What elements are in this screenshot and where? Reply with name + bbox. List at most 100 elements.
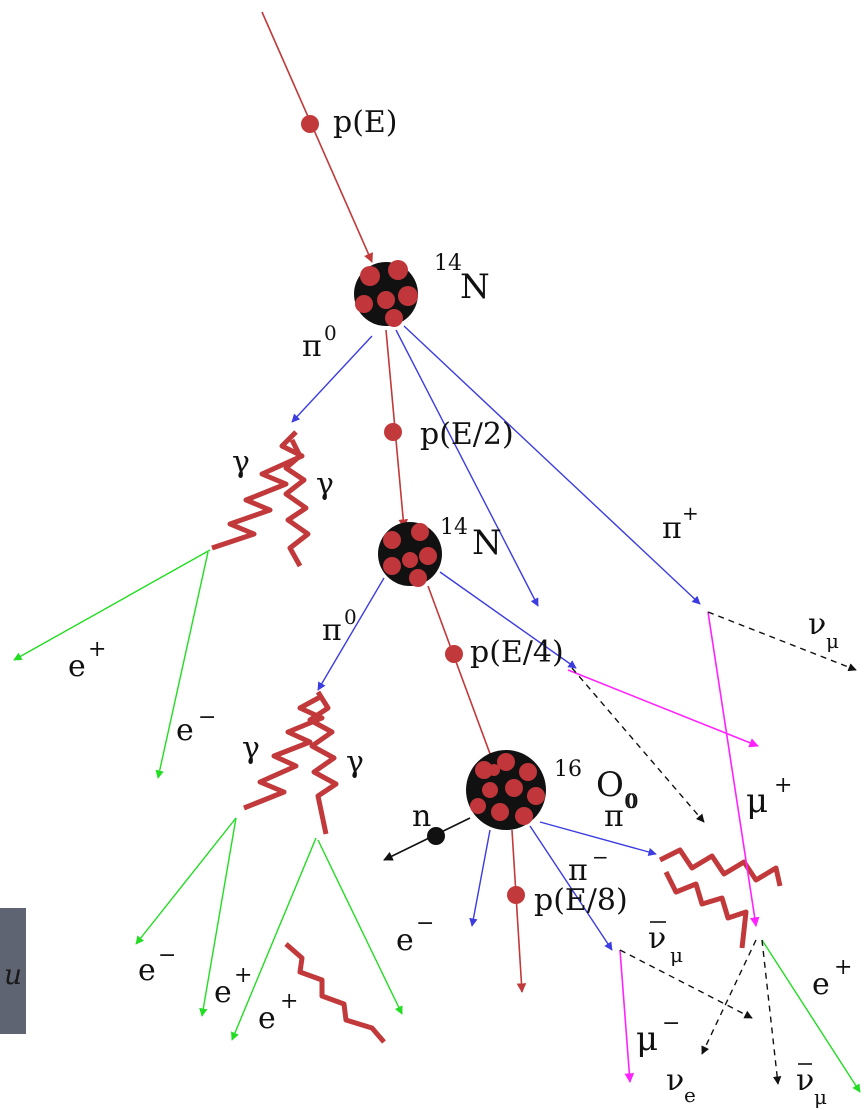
track-nu-mu-2 xyxy=(761,939,782,1085)
label-pi-plus-sup: + xyxy=(682,501,699,525)
label-pi0-2: π xyxy=(322,613,342,648)
track-pi-a xyxy=(395,329,539,607)
track-pi-plus xyxy=(403,325,701,605)
proton-dots xyxy=(301,115,525,904)
gamma-4 xyxy=(663,870,749,949)
label-e-plus-4: e xyxy=(812,967,830,1002)
neutrino-tracks xyxy=(571,611,857,1085)
gamma-2a xyxy=(243,693,325,811)
label-e-plus-4-sup: + xyxy=(834,955,852,980)
track-e-plus-1 xyxy=(13,549,211,661)
label-mu-minus-sup: − xyxy=(662,1011,680,1036)
label-e-minus-1: e xyxy=(176,713,194,748)
proton-dot-E8 xyxy=(507,886,525,904)
label-gamma-1a: γ xyxy=(232,445,250,480)
track-pi0-2 xyxy=(317,577,385,691)
label-n14-top-sym: N xyxy=(460,267,490,307)
label-nu-mu-1-sub: μ xyxy=(826,629,839,653)
label-pi-plus: π xyxy=(662,511,682,546)
track-mu-minus xyxy=(619,949,635,1083)
track-e-plus-4 xyxy=(761,939,861,1093)
label-e-minus-3-sup: − xyxy=(416,911,434,936)
proton-dot-E2 xyxy=(384,423,402,441)
label-n14-mid-mass: 14 xyxy=(440,515,468,540)
label-o16-sym: O xyxy=(596,765,624,805)
track-pi-c xyxy=(469,829,491,927)
label-p-E4: p(E/4) xyxy=(470,635,564,670)
pion-tracks xyxy=(291,325,701,951)
label-e-minus-2: e xyxy=(138,953,156,988)
label-nu-bar-mu: ν xyxy=(648,921,666,956)
nucleus-o16 xyxy=(466,750,546,830)
label-pi0-1-sup: 0 xyxy=(324,321,337,345)
proton-dot-E xyxy=(301,115,319,133)
gamma-wiggles xyxy=(211,430,783,1044)
track-e-minus-2 xyxy=(135,817,237,945)
label-pi0-1: π xyxy=(302,329,322,364)
gamma-2b xyxy=(307,690,339,835)
track-p-E8 xyxy=(511,829,527,993)
label-n: n xyxy=(412,799,431,834)
side-panel-tab-label: u xyxy=(4,958,23,991)
label-pi0-3-sup: 0 xyxy=(626,789,639,813)
label-gamma-1b: γ xyxy=(316,467,334,502)
track-p-E xyxy=(261,11,373,263)
track-pi0-1 xyxy=(291,335,373,423)
label-e-plus-1: e xyxy=(68,649,86,684)
nucleus-n14-mid xyxy=(378,522,442,587)
track-e-minus-3 xyxy=(317,839,403,1015)
track-nu-c xyxy=(619,949,753,1019)
gamma-1b xyxy=(283,438,311,568)
label-p-E: p(E) xyxy=(333,105,398,140)
label-e-plus-3: e xyxy=(258,1001,276,1036)
label-e-minus-3: e xyxy=(396,923,414,958)
label-n14-mid-sym: N xyxy=(472,523,502,563)
label-nu-e-sub: e xyxy=(684,1083,696,1107)
track-mu-plus xyxy=(707,611,760,927)
label-nu-mu-2: ν xyxy=(796,1063,814,1098)
label-e-plus-2-sup: + xyxy=(234,963,252,988)
track-mu-b xyxy=(567,669,759,748)
label-nu-mu-1: ν xyxy=(808,607,826,642)
proton-dot-E4 xyxy=(445,645,463,663)
label-pi0-3: π xyxy=(604,799,624,834)
side-panel-tab[interactable]: u xyxy=(0,908,26,1034)
label-mu-minus: μ xyxy=(636,1019,658,1059)
track-pi0-3 xyxy=(539,821,657,857)
label-pi-minus: π xyxy=(568,853,588,888)
track-pi-b xyxy=(439,571,577,669)
label-nu-bar-mu-sub: μ xyxy=(670,943,683,967)
track-nu-b xyxy=(571,667,705,823)
label-nu-e: ν xyxy=(666,1063,684,1098)
label-nu-mu-2-sub: μ xyxy=(814,1085,827,1109)
label-pi0-2-sup: 0 xyxy=(344,605,357,629)
gamma-1a xyxy=(211,430,305,551)
label-e-plus-3-sup: + xyxy=(280,989,298,1014)
label-o16-mass: 16 xyxy=(554,757,582,782)
neutron-dot xyxy=(427,827,445,845)
label-e-plus-2: e xyxy=(214,975,232,1010)
label-mu-plus-sup: + xyxy=(774,773,792,798)
track-p-E4 xyxy=(427,585,498,771)
label-mu-plus: μ xyxy=(746,781,768,821)
neutron-track xyxy=(383,817,471,861)
nucleus-n14-top xyxy=(354,260,418,327)
label-e-plus-1-sup: + xyxy=(88,637,106,662)
label-p-E2: p(E/2) xyxy=(420,417,514,452)
track-e-plus-3 xyxy=(231,837,317,1041)
gamma-5 xyxy=(284,942,386,1044)
label-gamma-2a: γ xyxy=(242,731,260,766)
label-pi-minus-sup: − xyxy=(592,845,609,869)
track-e-plus-2 xyxy=(199,817,237,1017)
gamma-3 xyxy=(658,847,783,887)
label-e-minus-1-sup: − xyxy=(198,705,216,730)
muon-tracks xyxy=(567,611,760,1083)
track-e-minus-1 xyxy=(155,551,209,779)
label-p-E8: p(E/8) xyxy=(534,883,628,918)
proton-tracks xyxy=(261,11,527,993)
labels: p(E) 14 N π 0 p(E/2) γ γ 14 N π + e + π … xyxy=(68,105,852,1109)
electron-tracks xyxy=(13,549,861,1093)
label-o16-sub: 0 xyxy=(624,789,637,813)
label-gamma-2b: γ xyxy=(346,745,364,780)
